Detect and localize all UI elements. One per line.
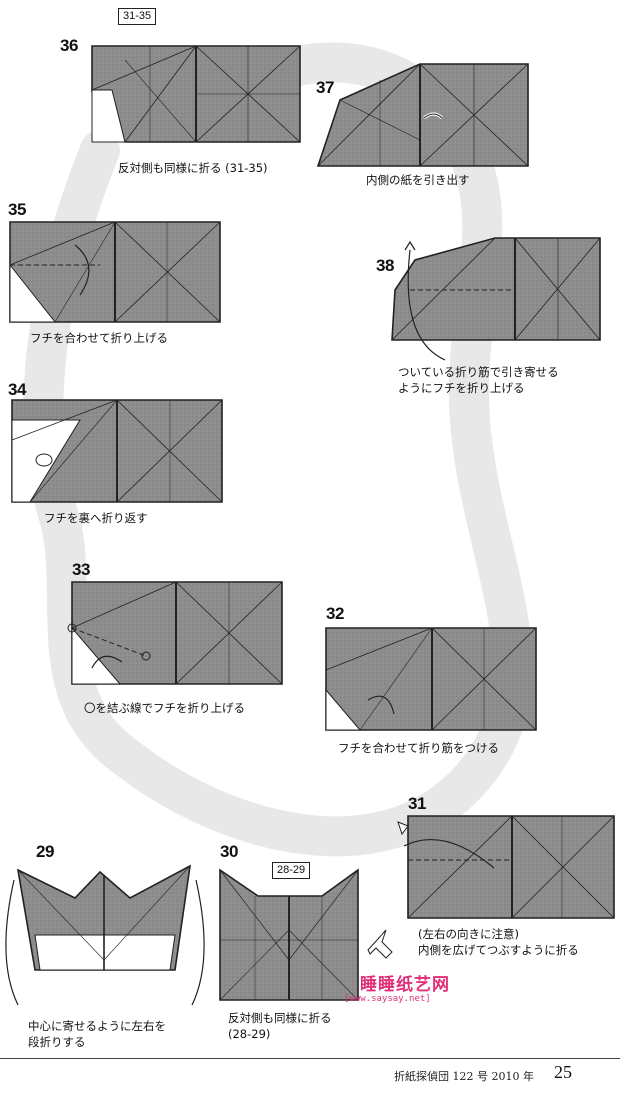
step-30-number: 30 [220,842,238,861]
step-32-model [325,627,537,731]
step-38-number: 38 [376,256,394,275]
step-35-number: 35 [8,200,26,219]
step-38-caption-line-2: ようにフチを折り上げる [398,381,525,395]
step-38-model [391,237,601,361]
step-31-caption-line-2: 内側を広げてつぶすように折る [418,943,579,957]
step-30-caption-line-2: (28-29) [228,1027,271,1041]
step-37-model [316,63,529,167]
watermark-site-name: 睡睡纸艺网 [360,975,450,995]
step-37-number: 37 [316,78,334,97]
step-33-number: 33 [72,560,90,579]
step-34-model [11,399,223,503]
step-34-caption: フチを裏へ折り返す [44,511,148,525]
page-number: 25 [554,1062,572,1082]
step-31-caption-line-1: (左右の向きに注意) [418,927,519,941]
step-36-caption: 反対側も同様に折る (31-35) [118,161,268,175]
step-30-model [219,868,359,1001]
footer-rule [0,1058,620,1059]
step-29-model [5,864,205,1006]
next-step-arrow [367,929,393,959]
step-30-caption-line-1: 反対側も同様に折る [228,1011,332,1025]
step-35-caption: フチを合わせて折り上げる [30,331,168,345]
step-34-number: 34 [8,380,26,399]
step-35-model [9,221,221,323]
step-30-ref-box: 28-29 [272,862,311,879]
watermark-url: [www.saysay.net] [344,994,431,1004]
step-29-caption-line-1: 中心に寄せるように左右を [28,1019,166,1033]
step-33-caption: 〇を結ぶ線でフチを折り上げる [84,701,245,715]
step-37-caption: 内側の紙を引き出す [366,173,470,187]
step-31-number: 31 [408,794,426,813]
footer-publication: 折紙探偵団 122 号 2010 年 [394,1070,534,1083]
step-38-caption-line-1: ついている折り筋で引き寄せる [398,365,559,379]
step-32-caption: フチを合わせて折り筋をつける [338,741,499,755]
step-32-number: 32 [326,604,344,623]
step-33-model [67,581,283,685]
step-36-model [91,45,301,143]
step-36-number: 36 [60,36,78,55]
step-36-ref-box: 31-35 [118,8,157,25]
step-29-caption-line-2: 段折りする [28,1035,86,1049]
step-31-model [397,815,615,919]
step-29-number: 29 [36,842,54,861]
